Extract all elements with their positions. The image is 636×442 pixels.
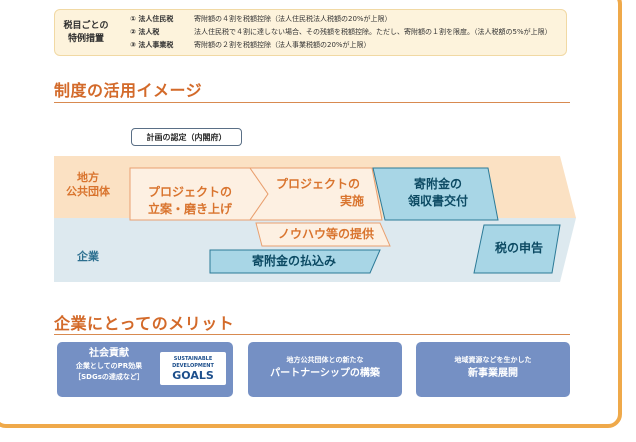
section-title-merits: 企業にとってのメリット bbox=[54, 314, 235, 333]
benefit-social-sub1: 企業としてのPR効果 bbox=[75, 362, 143, 370]
tax-row-desc: 寄附額の２割を税額控除（法人事業税額の20%が上限） bbox=[194, 41, 371, 49]
benefit-partnership-text: 地方公共団体との新たな パートナーシップの構築 bbox=[248, 355, 402, 382]
benefit-social-text: 社会貢献 企業としてのPR効果 ［SDGsの達成など］ bbox=[62, 347, 156, 383]
tax-row-1: ① 法人住民税 寄附額の４割を税額控除（法人住民税法人税額の20%が上限） bbox=[130, 15, 392, 24]
tax-row-name: ① 法人住民税 bbox=[130, 15, 174, 23]
tax-row-desc: 寄附額の４割を税額控除（法人住民税法人税額の20%が上限） bbox=[194, 15, 392, 23]
step-execution-text: プロジェクトの 実施 bbox=[276, 176, 364, 210]
benefit-social-title: 社会貢献 bbox=[89, 348, 129, 359]
tax-measures-box bbox=[54, 9, 567, 56]
step-receipt-line1: 寄附金の bbox=[413, 177, 462, 191]
tax-label-line2: 特例措置 bbox=[67, 33, 104, 44]
row-label-gov-line2: 公共団体 bbox=[66, 185, 110, 198]
step-payment-shape bbox=[209, 249, 381, 274]
row-label-corp: 企業 bbox=[77, 250, 99, 263]
step-planning-line1: プロジェクトの bbox=[148, 185, 233, 199]
step-taxfiling-shape bbox=[473, 224, 561, 274]
benefit-partnership-sub: 地方公共団体との新たな bbox=[286, 356, 364, 364]
step-execution-line2: 実施 bbox=[339, 194, 364, 208]
plan-approval-label: 計画の認定（内閣府） bbox=[131, 128, 242, 146]
step-execution-shape bbox=[249, 167, 383, 221]
step-planning-text: プロジェクトの 立案・磨き上げ bbox=[148, 184, 232, 218]
benefit-newbusiness-title: 新事業展開 bbox=[468, 368, 518, 379]
benefit-partnership-title: パートナーシップの構築 bbox=[270, 368, 380, 379]
step-planning-line2: 立案・磨き上げ bbox=[148, 202, 233, 216]
row-label-gov-line1: 地方 bbox=[77, 171, 99, 184]
step-taxfiling-text: 税の申告 bbox=[494, 241, 543, 255]
step-knowhow-shape bbox=[255, 222, 391, 247]
benefit-newbusiness-text: 地域資源などを生かした 新事業展開 bbox=[416, 355, 570, 382]
section-rule bbox=[54, 334, 570, 335]
benefit-card-newbusiness bbox=[416, 342, 570, 397]
benefit-card-partnership bbox=[248, 342, 402, 397]
tax-row-name: ③ 法人事業税 bbox=[130, 41, 174, 49]
step-receipt-line2: 領収書交付 bbox=[407, 194, 468, 208]
step-receipt-shape bbox=[372, 167, 499, 221]
row-label-gov: 地方 公共団体 bbox=[60, 171, 116, 199]
tax-row-name: ② 法人税 bbox=[130, 28, 160, 36]
step-execution-line1: プロジェクトの bbox=[276, 177, 361, 191]
sdgs-logo-line1: SUSTAINABLE bbox=[173, 355, 213, 362]
tax-label-line1: 税目ごとの bbox=[63, 20, 109, 31]
section-title-usage: 制度の活用イメージ bbox=[54, 81, 203, 100]
benefit-social-sub2: ［SDGsの達成など］ bbox=[74, 373, 144, 381]
section-rule bbox=[54, 102, 570, 103]
benefit-newbusiness-sub: 地域資源などを生かした bbox=[454, 356, 532, 364]
step-receipt-text: 寄附金の 領収書交付 bbox=[392, 176, 484, 210]
sdgs-logo-line2: DEVELOPMENT bbox=[172, 362, 214, 369]
tax-row-3: ③ 法人事業税 寄附額の２割を税額控除（法人事業税額の20%が上限） bbox=[130, 41, 371, 50]
sdgs-logo-line3: GOALS bbox=[172, 368, 214, 382]
tax-row-2: ② 法人税 法人住民税で４割に達しない場合、その残額を税額控除。ただし、寄附額の１… bbox=[130, 28, 552, 37]
tax-row-desc: 法人住民税で４割に達しない場合、その残額を税額控除。ただし、寄附額の１割を限度。… bbox=[194, 28, 552, 36]
tax-measures-label: 税目ごとの 特例措置 bbox=[54, 9, 118, 56]
step-knowhow-text: ノウハウ等の提供 bbox=[277, 227, 374, 241]
sdgs-logo: SUSTAINABLE DEVELOPMENT GOALS bbox=[160, 352, 226, 385]
step-payment-text: 寄附金の払込み bbox=[251, 254, 336, 268]
